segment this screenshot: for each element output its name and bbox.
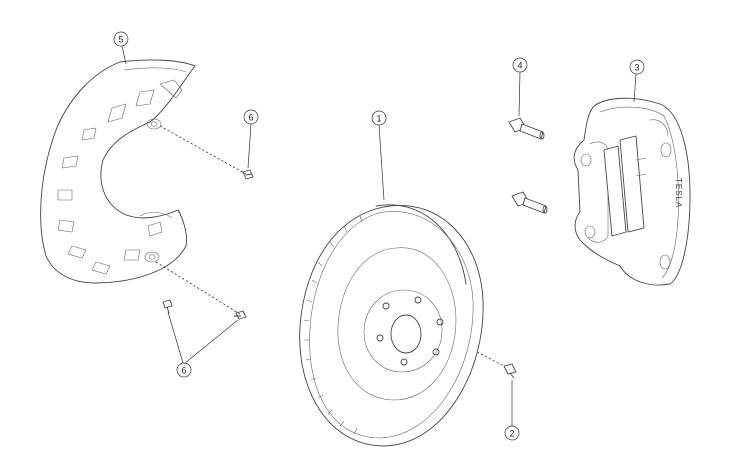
leader-6-upper	[247, 123, 252, 169]
callout-2: 2	[504, 425, 520, 441]
callout-6-upper: 6	[243, 109, 259, 125]
leader-4	[518, 71, 521, 117]
leader-5	[121, 45, 127, 65]
callout-6-lower: 6	[176, 362, 192, 378]
shield-screw-lower-left	[162, 299, 173, 314]
callout-6-lower-label: 6	[181, 366, 186, 376]
rotor-retaining-screw	[503, 363, 517, 379]
brake-caliper: TESLA	[573, 97, 691, 286]
callout-1: 1	[371, 110, 387, 126]
brake-dust-shield	[40, 59, 196, 284]
callout-5: 5	[113, 31, 129, 47]
caliper-bolt-upper	[508, 117, 545, 140]
callout-4: 4	[512, 57, 528, 73]
shield-screw-lower-right	[233, 310, 247, 320]
callout-2-label: 2	[509, 429, 514, 439]
callout-6-upper-label: 6	[248, 113, 253, 123]
callout-4-label: 4	[517, 61, 522, 71]
assembly-line-upper	[159, 125, 247, 175]
brake-rotor	[299, 204, 484, 447]
caliper-logo-text: TESLA	[674, 178, 683, 208]
leader-6-left	[167, 311, 184, 364]
callout-1-label: 1	[376, 114, 381, 124]
leader-3	[633, 73, 637, 103]
caliper-bolt-lower	[511, 191, 548, 214]
leader-1	[378, 124, 385, 201]
callout-5-label: 5	[118, 35, 123, 45]
leader-6-right	[184, 319, 239, 364]
callout-3: 3	[629, 59, 645, 75]
shield-screw-upper	[242, 169, 254, 180]
assembly-line-lower	[155, 261, 241, 315]
callout-3-label: 3	[634, 63, 639, 73]
